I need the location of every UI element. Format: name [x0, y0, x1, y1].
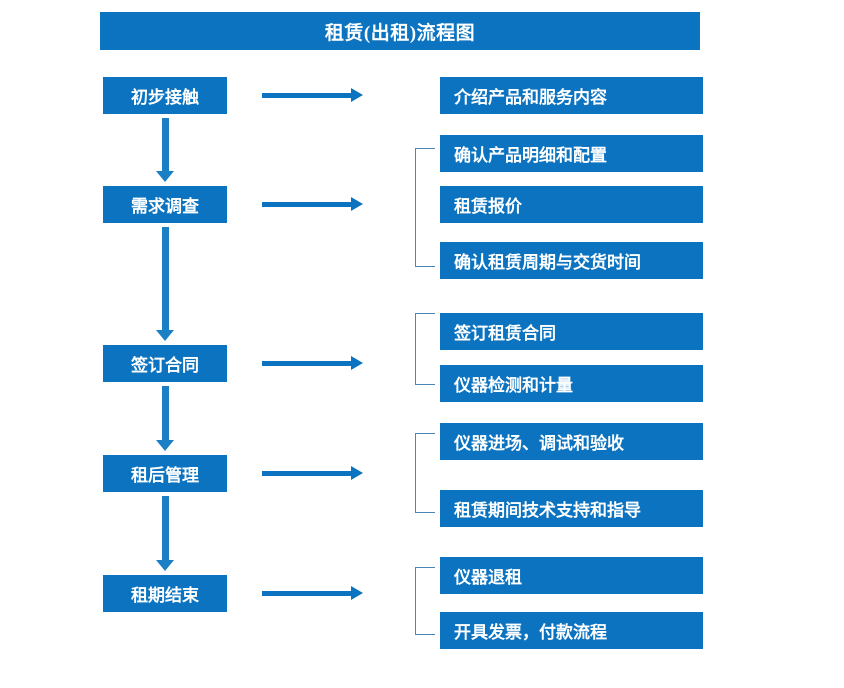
- detail-label: 确认产品明细和配置: [454, 146, 607, 165]
- stage-box-1[interactable]: 初步接触: [103, 77, 227, 114]
- link-arrow-right-2: [262, 197, 363, 211]
- detail-box-7[interactable]: 仪器进场、调试和验收: [440, 423, 703, 460]
- flow-arrow-down-2: [156, 227, 174, 341]
- group-bracket-contract: [415, 313, 435, 385]
- detail-box-1[interactable]: 介绍产品和服务内容: [440, 77, 703, 114]
- detail-label: 开具发票，付款流程: [454, 623, 607, 642]
- detail-box-4[interactable]: 确认租赁周期与交货时间: [440, 242, 703, 279]
- flow-arrow-down-3: [156, 386, 174, 451]
- group-bracket-requirement: [415, 148, 435, 267]
- detail-box-9[interactable]: 仪器退租: [440, 557, 703, 594]
- link-arrow-right-4: [262, 466, 363, 480]
- link-arrow-right-1: [262, 88, 363, 102]
- detail-box-3[interactable]: 租赁报价: [440, 186, 703, 223]
- group-bracket-management: [415, 433, 435, 513]
- group-bracket-closing: [415, 567, 435, 635]
- detail-label: 确认租赁周期与交货时间: [454, 253, 641, 272]
- detail-label: 租赁报价: [454, 197, 522, 216]
- detail-label: 签订租赁合同: [454, 324, 556, 343]
- stage-label: 租后管理: [131, 466, 199, 485]
- link-arrow-right-5: [262, 586, 363, 600]
- stage-box-4[interactable]: 租后管理: [103, 455, 227, 492]
- detail-box-10[interactable]: 开具发票，付款流程: [440, 612, 703, 649]
- detail-label: 仪器检测和计量: [454, 376, 573, 395]
- flow-arrow-down-1: [156, 118, 174, 182]
- stage-label: 初步接触: [131, 88, 199, 107]
- stage-label: 需求调查: [131, 197, 199, 216]
- detail-label: 介绍产品和服务内容: [454, 88, 607, 107]
- stage-label: 签订合同: [131, 356, 199, 375]
- link-arrow-right-3: [262, 356, 363, 370]
- stage-box-5[interactable]: 租期结束: [103, 575, 227, 612]
- flow-arrow-down-4: [156, 496, 174, 571]
- detail-label: 租赁期间技术支持和指导: [454, 501, 641, 520]
- stage-label: 租期结束: [131, 586, 199, 605]
- diagram-title-banner: 租赁(出租)流程图: [100, 12, 700, 50]
- detail-box-5[interactable]: 签订租赁合同: [440, 313, 703, 350]
- detail-label: 仪器进场、调试和验收: [454, 434, 624, 453]
- detail-label: 仪器退租: [454, 568, 522, 587]
- detail-box-2[interactable]: 确认产品明细和配置: [440, 135, 703, 172]
- diagram-title: 租赁(出租)流程图: [324, 22, 476, 44]
- stage-box-3[interactable]: 签订合同: [103, 345, 227, 382]
- detail-box-8[interactable]: 租赁期间技术支持和指导: [440, 490, 703, 527]
- detail-box-6[interactable]: 仪器检测和计量: [440, 365, 703, 402]
- stage-box-2[interactable]: 需求调查: [103, 186, 227, 223]
